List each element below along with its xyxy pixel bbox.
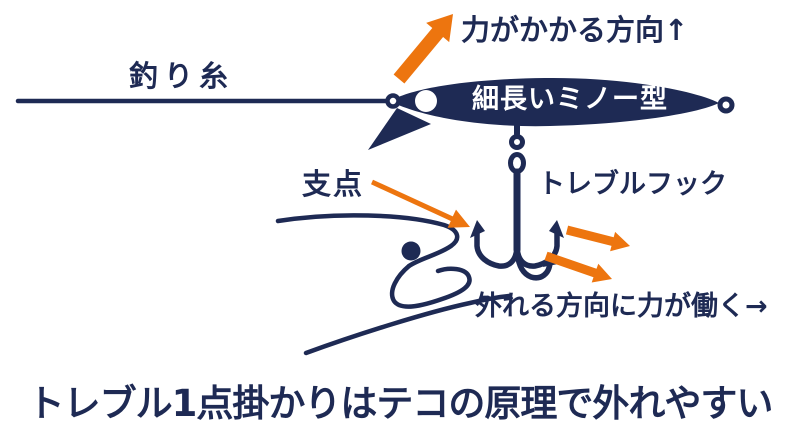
- tail-ring: [717, 96, 735, 114]
- lure-eye: [415, 90, 437, 112]
- force-arrow-icon: [393, 14, 453, 84]
- hook-middle-bend: [514, 243, 553, 281]
- fulcrum-label: 支点: [302, 167, 365, 201]
- hook-left-bend: [474, 226, 520, 269]
- detach-direction-label: 外れる方向に力が働く→: [475, 291, 768, 322]
- treble-hook-label: トレブルフック: [538, 169, 727, 200]
- fish-lower-jaw: [303, 293, 512, 356]
- lure-type-label: 細長いミノー型: [472, 84, 668, 115]
- hook-right-point: [549, 220, 564, 238]
- lure-body: [390, 77, 719, 127]
- lure-lip: [368, 108, 431, 150]
- fish-lip-loop: [389, 263, 472, 309]
- nose-ring: [385, 93, 401, 109]
- caption: トレブル1点掛かりはテコの原理で外れやすい: [27, 382, 774, 425]
- minnow-lure: [368, 77, 735, 150]
- hook-left-point: [470, 220, 485, 238]
- fish-upper-jaw: [275, 213, 460, 269]
- fishing-line-label: 釣り糸: [129, 59, 235, 93]
- fulcrum-arrow-icon: [371, 179, 470, 228]
- force-direction-label: 力がかかる方向↑: [461, 13, 689, 47]
- detach-arrow-2-icon: [544, 251, 612, 283]
- detach-arrow-1-icon: [565, 225, 630, 252]
- fish-mouth: [275, 213, 512, 356]
- hook-hanger-ring: [509, 134, 525, 150]
- fish-eye: [401, 241, 421, 261]
